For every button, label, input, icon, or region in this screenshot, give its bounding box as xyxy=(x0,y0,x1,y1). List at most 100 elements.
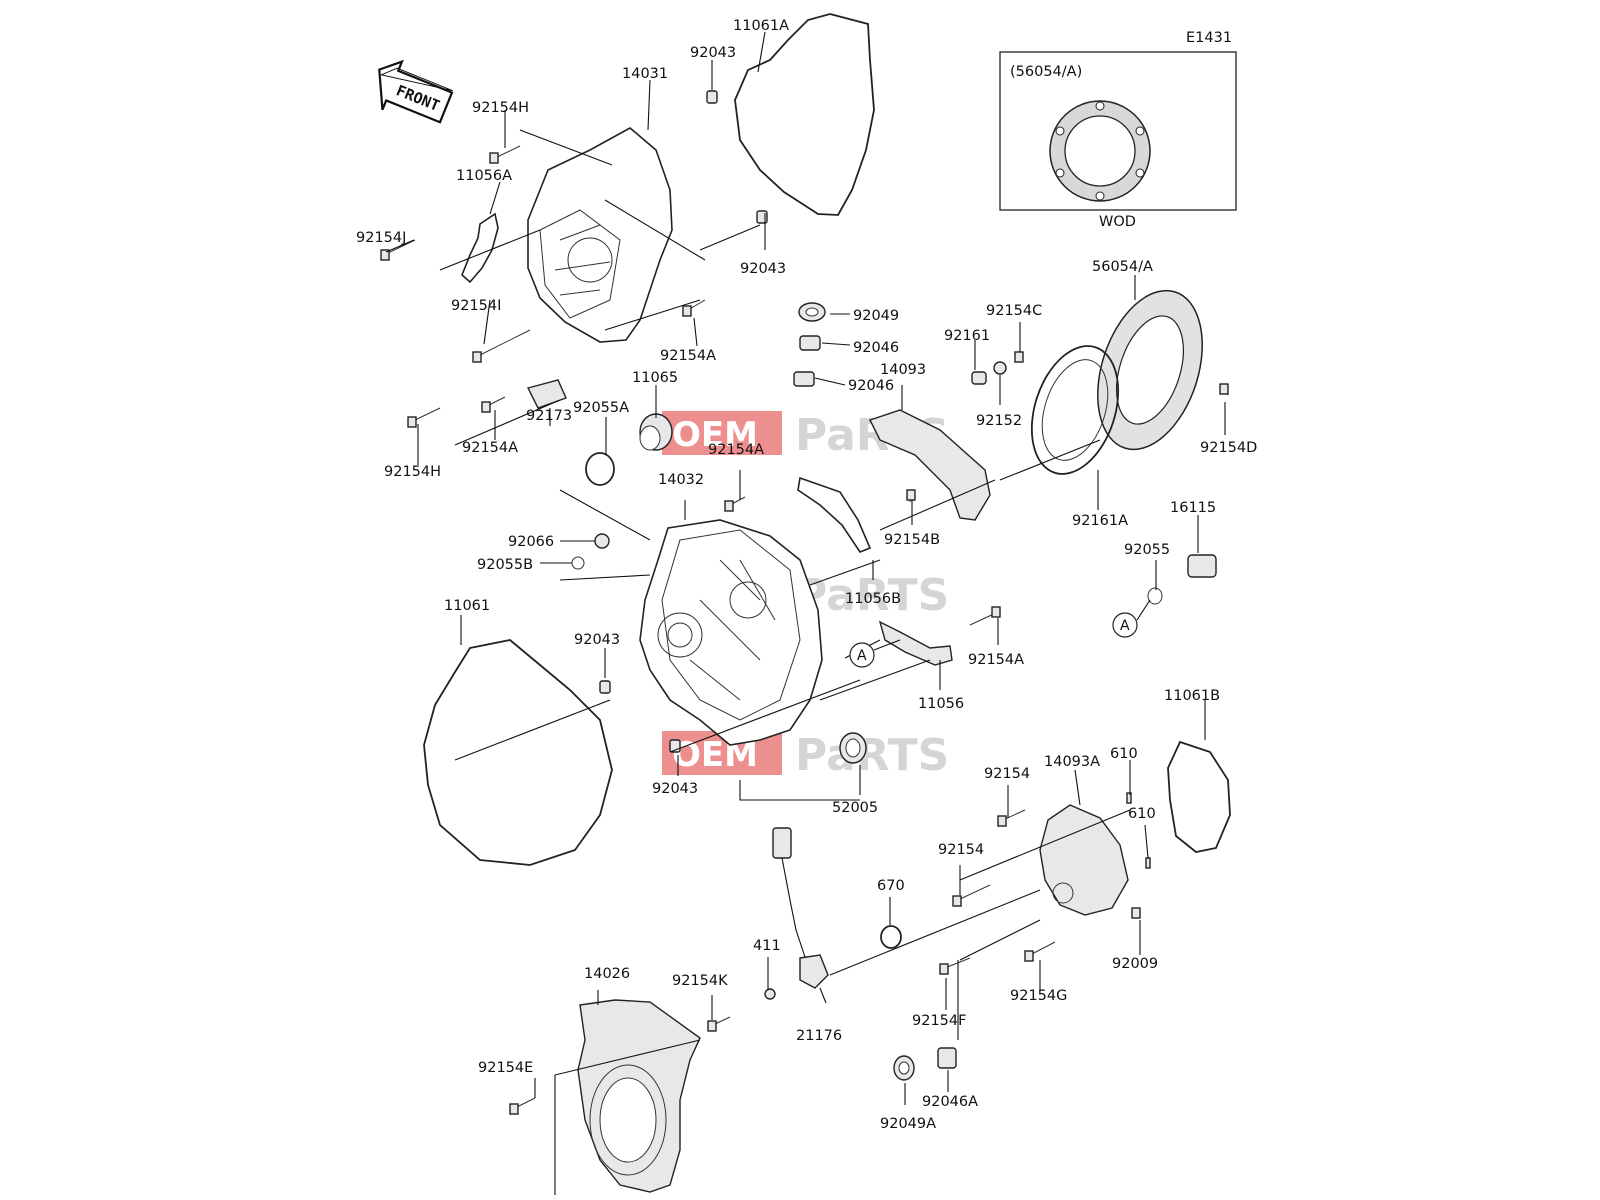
label-11061b: 11061B xyxy=(1164,688,1220,704)
diagram-id: E1431 xyxy=(1186,30,1232,46)
label-11065: 11065 xyxy=(632,370,678,386)
label-92152: 92152 xyxy=(976,413,1022,429)
inset-box: E1431 (56054/A) WOD xyxy=(999,30,1237,230)
svg-text:A: A xyxy=(1120,618,1130,634)
clutch-cover-14032 xyxy=(639,519,823,746)
label-92154-1: 92154 xyxy=(984,766,1030,782)
label-14026: 14026 xyxy=(584,966,630,982)
label-56054a: 56054/A xyxy=(1092,259,1153,275)
plate-56054a xyxy=(1097,289,1203,451)
label-92154a-2: 92154A xyxy=(462,440,518,456)
generator-cover-14031 xyxy=(527,127,673,343)
label-14093a: 14093A xyxy=(1044,754,1100,770)
damper-92173 xyxy=(526,379,567,409)
label-11061: 11061 xyxy=(444,598,490,614)
housing-14093a xyxy=(1039,804,1129,916)
label-92161a: 92161A xyxy=(1072,513,1128,529)
label-14031: 14031 xyxy=(622,66,668,82)
ring-92055 xyxy=(1147,587,1163,605)
front-arrow-icon: FRONT xyxy=(378,59,454,124)
washer-411 xyxy=(764,988,776,1000)
label-610-2: 610 xyxy=(1128,806,1156,822)
label-92154c: 92154C xyxy=(986,303,1042,319)
pin-610-2 xyxy=(1145,857,1151,869)
label-92066: 92066 xyxy=(508,534,554,550)
label-16115: 16115 xyxy=(1170,500,1216,516)
label-411: 411 xyxy=(753,938,781,954)
leader-lines xyxy=(385,31,1226,1195)
part-labels: 11061A 92043 14031 92154H 11056A 92154J … xyxy=(356,18,1257,1132)
label-11061a: 11061A xyxy=(733,18,789,34)
label-92043-bot: 92043 xyxy=(652,781,698,797)
label-92154i: 92154I xyxy=(451,298,501,314)
label-92154e: 92154E xyxy=(478,1060,533,1076)
label-11056: 11056 xyxy=(918,696,964,712)
gasket-92161a xyxy=(1030,345,1120,475)
label-14093: 14093 xyxy=(880,362,926,378)
svg-text:A: A xyxy=(857,648,867,664)
label-92043-top: 92043 xyxy=(690,45,736,61)
washer-92161 xyxy=(971,371,987,385)
label-92049: 92049 xyxy=(853,308,899,324)
gasket-11061a xyxy=(734,13,875,216)
label-92154h-top: 92154H xyxy=(472,100,529,116)
plug-92066 xyxy=(594,533,610,549)
bracket-11056a xyxy=(461,212,499,284)
gasket-11061 xyxy=(423,639,613,866)
pin-610-1 xyxy=(1126,792,1132,804)
label-92154-2: 92154 xyxy=(938,842,984,858)
bearing-92046-1 xyxy=(799,335,821,351)
label-92046-2: 92046 xyxy=(848,378,894,394)
label-92009: 92009 xyxy=(1112,956,1158,972)
label-92046-1: 92046 xyxy=(853,340,899,356)
label-610-1: 610 xyxy=(1110,746,1138,762)
callout-a-1: A xyxy=(849,642,875,668)
bracket-11056b xyxy=(797,476,872,553)
label-92046a: 92046A xyxy=(922,1094,978,1110)
label-52005: 52005 xyxy=(832,800,878,816)
label-670: 670 xyxy=(877,878,905,894)
label-92055b: 92055B xyxy=(477,557,533,573)
dowel-92043-top xyxy=(706,90,718,104)
label-92154h-bot: 92154H xyxy=(384,464,441,480)
label-11056b: 11056B xyxy=(845,591,901,607)
label-14032: 14032 xyxy=(658,472,704,488)
label-92154a-3: 92154A xyxy=(708,442,764,458)
svg-text:PaRTS: PaRTS xyxy=(795,730,949,781)
oring-670 xyxy=(880,925,902,949)
label-92154a-1: 92154A xyxy=(660,348,716,364)
label-92154b: 92154B xyxy=(884,532,940,548)
washer-92055b xyxy=(571,556,585,570)
label-92055a: 92055A xyxy=(573,400,629,416)
callout-a-2: A xyxy=(1112,612,1138,638)
inset-caption: WOD xyxy=(1099,214,1136,230)
dowel-92043-low xyxy=(599,680,611,694)
seal-92152 xyxy=(993,361,1007,375)
label-92154a-4: 92154A xyxy=(968,652,1024,668)
svg-text:PaRTS: PaRTS xyxy=(795,570,949,621)
guide-14093 xyxy=(869,409,991,521)
sensor-21176 xyxy=(772,827,829,989)
label-92173: 92173 xyxy=(526,408,572,424)
label-92154k: 92154K xyxy=(672,973,728,989)
bracket-11056 xyxy=(878,620,953,666)
gasket-11061b xyxy=(1167,740,1231,853)
plug-16115 xyxy=(1187,554,1217,578)
label-21176: 21176 xyxy=(796,1028,842,1044)
bearing-92046a xyxy=(937,1047,957,1069)
label-92043-low: 92043 xyxy=(574,632,620,648)
inset-title: (56054/A) xyxy=(1010,64,1082,80)
label-92161: 92161 xyxy=(944,328,990,344)
label-92154f: 92154F xyxy=(912,1013,966,1029)
label-11056a: 11056A xyxy=(456,168,512,184)
label-92154g: 92154G xyxy=(1010,988,1067,1004)
label-92154d: 92154D xyxy=(1200,440,1257,456)
oring-92055a xyxy=(585,452,615,486)
inset-plate-icon xyxy=(1049,100,1151,202)
label-92055: 92055 xyxy=(1124,542,1170,558)
label-92154j: 92154J xyxy=(356,230,406,246)
cover-14026 xyxy=(577,999,701,1193)
bearing-92046-2 xyxy=(793,371,815,387)
label-92049a: 92049A xyxy=(880,1116,936,1132)
